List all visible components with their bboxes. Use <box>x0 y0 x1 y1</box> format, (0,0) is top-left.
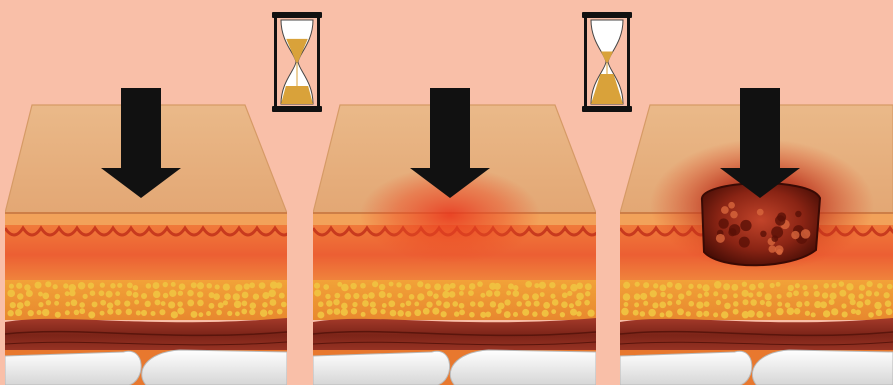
bone <box>5 351 141 385</box>
hourglass-post <box>274 17 277 107</box>
hourglass-sand-top <box>286 39 308 62</box>
hourglass-icon <box>582 12 632 112</box>
hourglass-sand-top <box>601 52 613 63</box>
hourglass-top-cap <box>582 12 632 18</box>
skin-panel-pressure-applied <box>5 88 293 385</box>
hourglass-bottom-cap <box>272 106 322 112</box>
hourglass-top-cap <box>272 12 322 18</box>
bone <box>450 350 596 385</box>
skin-panel-open-ulcer <box>620 88 893 385</box>
hourglass-post <box>627 17 630 107</box>
hourglass-bottom-cap <box>582 106 632 112</box>
hourglass-icon <box>272 12 322 112</box>
hourglass-post <box>584 17 587 107</box>
epidermis-layer <box>5 212 287 226</box>
bone <box>142 350 287 385</box>
hourglass-post <box>317 17 320 107</box>
hourglass-sand-bottom <box>281 86 313 104</box>
skin-panel-redness-develops <box>313 88 601 385</box>
hourglass-sand-bottom <box>591 74 623 104</box>
bone <box>313 351 450 385</box>
bone <box>620 351 752 385</box>
bone <box>752 350 893 385</box>
